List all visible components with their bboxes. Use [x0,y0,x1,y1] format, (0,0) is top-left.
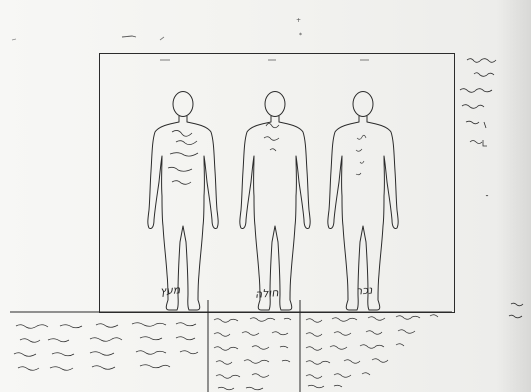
bottom-notes-table [0,0,531,392]
